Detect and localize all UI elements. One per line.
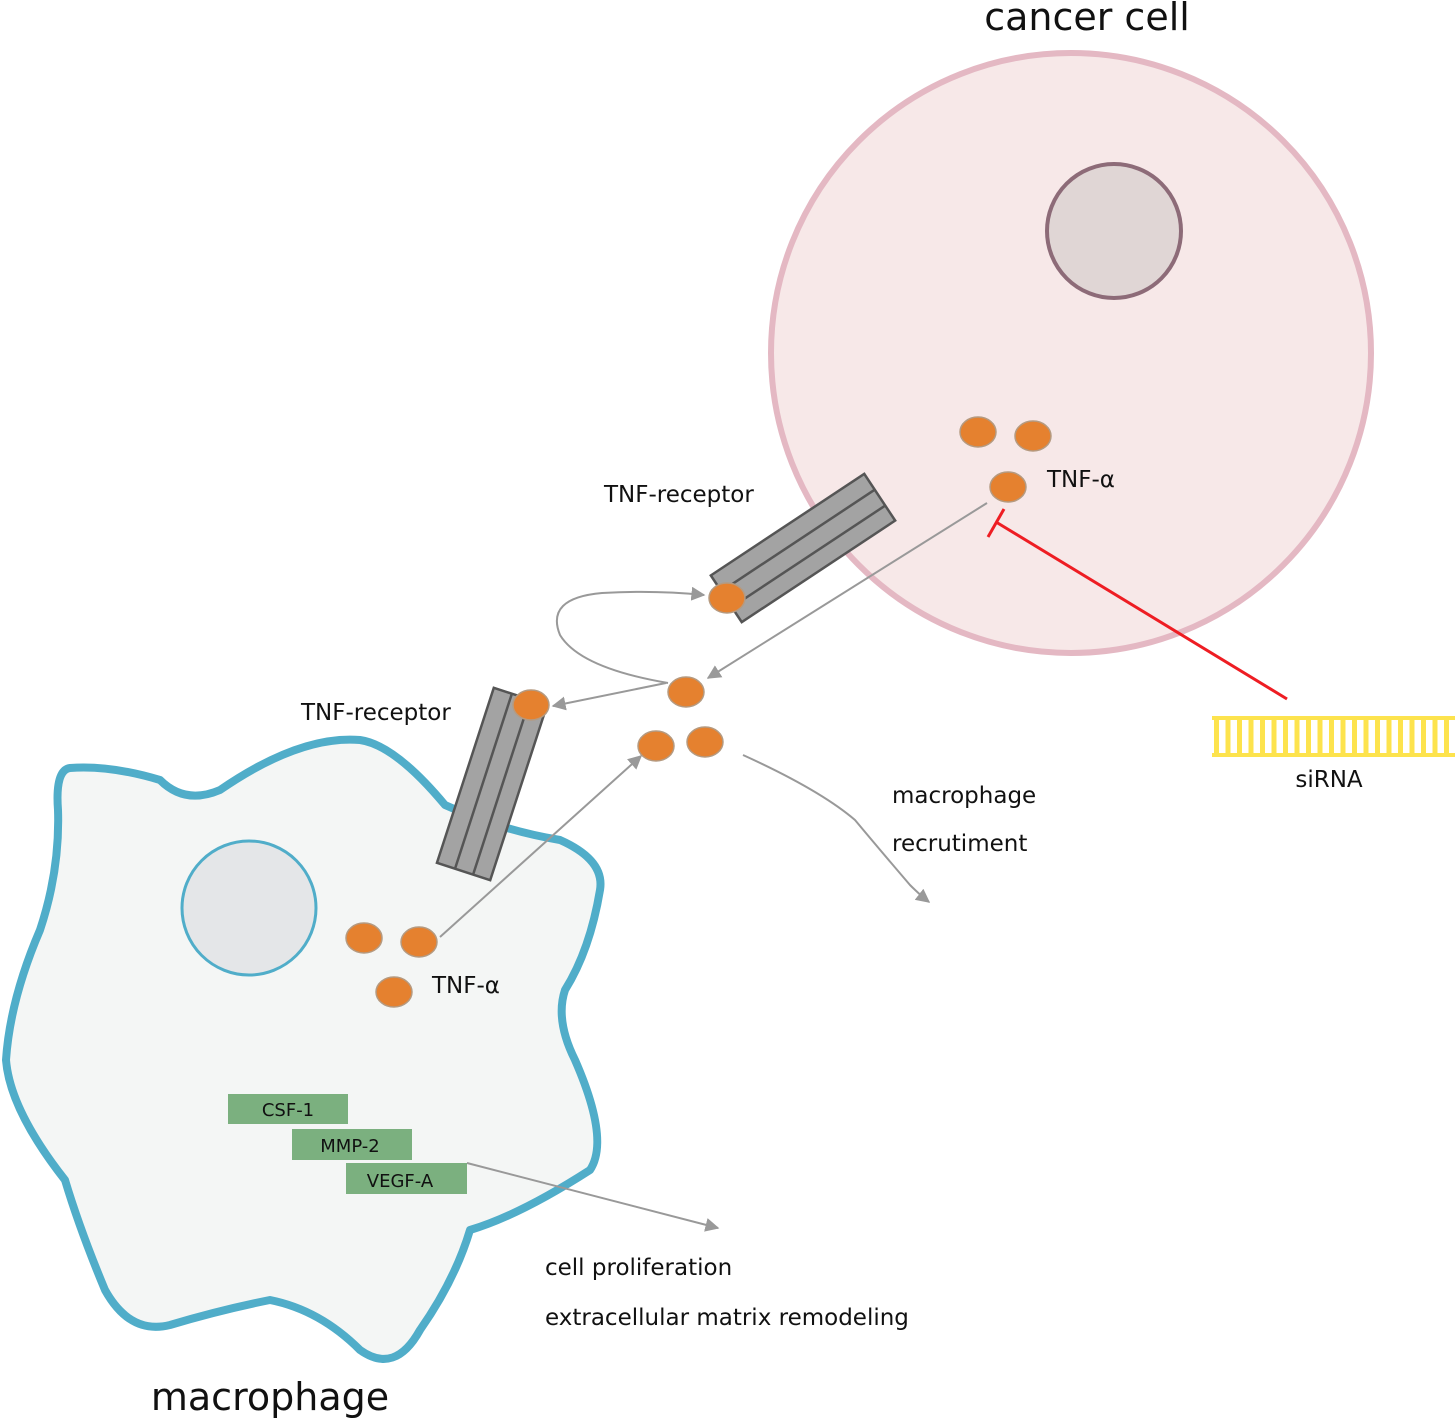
signal-arrows [439,502,988,1232]
tnf-alpha-molecules [345,416,1052,1008]
macrophage-cell [2,735,605,1363]
tnf-alpha-macrophage-2 [400,926,438,958]
gene-vegfa-label: VEGF-A [367,1171,434,1192]
sirna-inhibition [986,508,1288,701]
tnf-receptor-lower-label: TNF-receptor [300,700,451,726]
macrophage-label: macrophage [151,1375,389,1419]
tnf-alpha-extracellular-3 [686,726,724,758]
tnf-alpha-macrophage-3 [375,976,413,1008]
sirna-rung [1409,720,1415,753]
arrow-macrophage-to-extracellular [439,755,643,938]
arrow-loop-to-upper-receptor [555,586,706,684]
arrow-recruitment [742,754,931,903]
tnf-alpha-cancer-label: TNF-α [1046,467,1115,493]
cancer-cell-nucleus [1045,162,1183,300]
tnf-alpha-extracellular-2 [637,730,675,762]
sirna-rung [1444,720,1449,753]
sirna-rung [1398,720,1403,753]
inhibition-bar-icon [986,508,1006,538]
tnf-alpha-bound-upper [708,582,746,614]
gene-mmp2-label: MMP-2 [320,1136,379,1157]
tnf-alpha-bound-lower [512,689,550,721]
gene-vegfa: VEGF-A [346,1163,467,1194]
tnf-alpha-macrophage-1 [345,922,383,954]
sirna-rung [1340,720,1346,753]
macrophage-nucleus [180,839,318,977]
tnf-alpha-cancer-1 [959,416,997,448]
sirna-rung [1283,720,1288,753]
tnf-receptor-upper-label: TNF-receptor [603,482,754,508]
sirna-rung [1248,720,1254,753]
sirna-rung [1214,720,1219,753]
arrow-cancer-to-extracellular [706,502,988,679]
gene-csf1: CSF-1 [228,1094,348,1124]
tnf-alpha-macrophage-label: TNF-α [431,973,500,999]
sirna-rung [1329,720,1334,753]
gene-csf1-label: CSF-1 [262,1100,314,1121]
sirna-rung [1386,720,1392,753]
outcome-proliferation: cell proliferation [545,1255,732,1281]
sirna-rung [1306,720,1311,753]
sirna-rung [1225,720,1231,753]
gene-mmp2: MMP-2 [292,1129,412,1160]
tnf-alpha-extracellular-1 [667,676,705,708]
sirna-rung [1432,720,1438,753]
sirna-icon [1212,716,1455,757]
cancer-cell-label: cancer cell [984,0,1190,39]
sirna-rung [1317,720,1323,753]
outcome-remodeling: extracellular matrix remodeling [545,1305,909,1331]
sirna-label: siRNA [1295,767,1363,793]
inhibition-line [995,520,1288,701]
outcome-recruitment-line2: recrutiment [892,831,1027,857]
tnf-alpha-cancer-2 [1014,420,1052,452]
arrow-to-proliferation [466,1162,720,1232]
sirna-rung [1294,720,1300,753]
cancer-cell-membrane [768,50,1374,656]
sirna-rung [1352,720,1357,753]
cancer-cell [768,50,1374,656]
sirna-rung [1260,720,1265,753]
outcome-recruitment-line1: macrophage [892,783,1036,809]
sirna-rung [1421,720,1426,753]
macrophage-membrane [2,735,605,1363]
sirna-rung [1363,720,1369,753]
tnf-alpha-cancer-3 [989,471,1027,503]
sirna-rung [1375,720,1380,753]
sirna-rung [1271,720,1277,753]
arrow-to-lower-receptor [551,682,667,711]
sirna-rung [1237,720,1242,753]
